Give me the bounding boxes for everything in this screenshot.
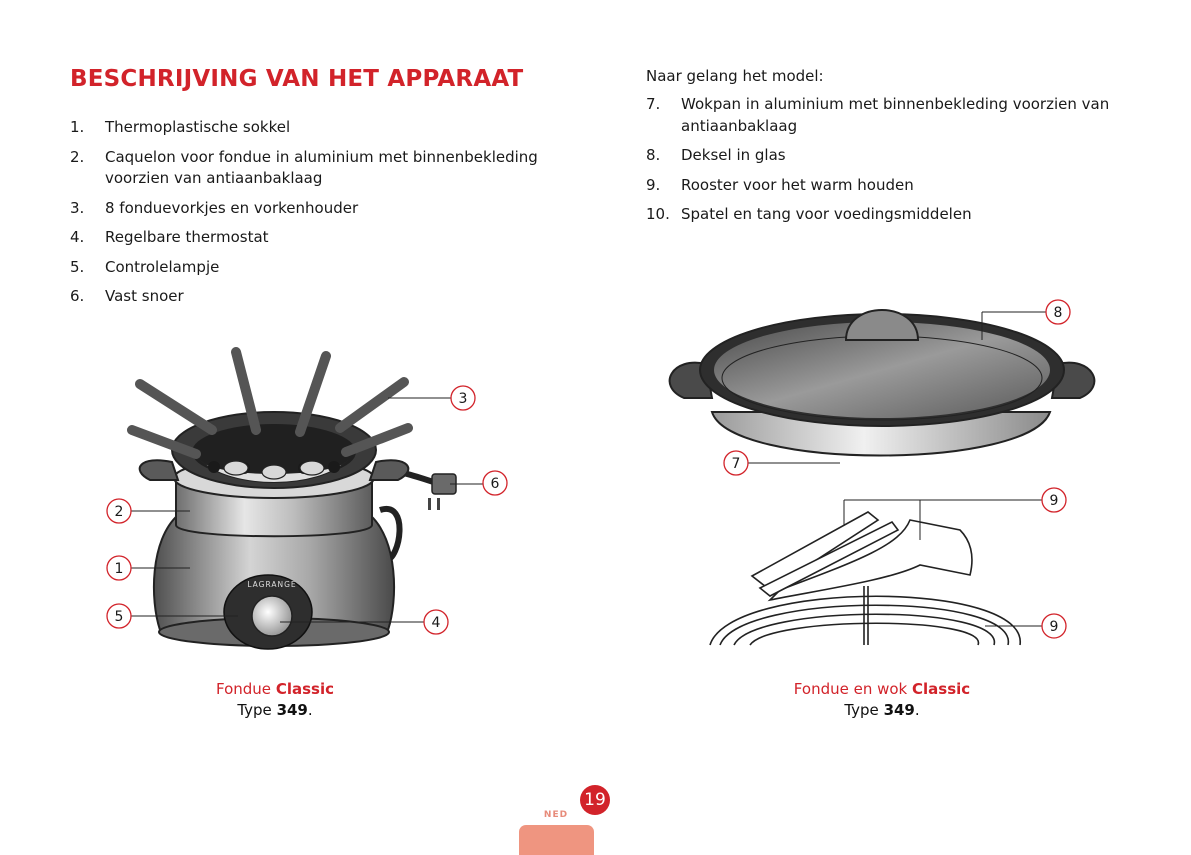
callout-1: 1 xyxy=(115,561,124,577)
page-number: 19 xyxy=(580,785,610,815)
item-text: Vast snoer xyxy=(105,287,184,305)
language-label: NED xyxy=(543,810,569,820)
callout-4: 4 xyxy=(432,615,441,631)
type-suffix: . xyxy=(307,701,313,719)
item-number: 10. xyxy=(646,205,670,223)
caption-model: Classic xyxy=(275,680,334,698)
callout-8: 8 xyxy=(1054,305,1063,321)
list-item: 8. Deksel in glas xyxy=(646,145,1116,167)
plug-icon xyxy=(428,473,457,510)
item-text: Controlelampje xyxy=(105,257,220,276)
caption-title: Fondue Classic xyxy=(150,680,400,698)
caption-model: Classic xyxy=(912,680,971,698)
callout-3: 3 xyxy=(459,391,468,407)
parts-list-right: 7. Wokpan in aluminium met binnenbekledin… xyxy=(646,94,1116,234)
parts-list-left: 1. Thermoplastische sokkel 2. Caquelon voo… xyxy=(70,117,540,316)
language-tab[interactable] xyxy=(519,825,594,855)
caption-prefix: Fondue en wok xyxy=(793,680,913,698)
list-item: 7. Wokpan in aluminium met binnenbekledin… xyxy=(646,94,1116,137)
item-number: 4. xyxy=(70,228,85,246)
caption-fondue: Fondue Classic Type 349. xyxy=(150,680,400,719)
item-number: 8. xyxy=(646,146,661,164)
type-suffix: . xyxy=(914,701,920,719)
type-value: 349 xyxy=(276,701,308,719)
fondue-illustration: 3 6 2 1 5 4 LAGRANGE xyxy=(106,347,508,650)
callout-5: 5 xyxy=(115,609,124,625)
type-label: Type xyxy=(237,701,277,719)
list-item: 3. 8 fonduevorkjes en vorkenhouder xyxy=(70,198,540,220)
list-item: 6. Vast snoer xyxy=(70,286,540,308)
item-text: Regelbare thermostat xyxy=(105,228,269,246)
item-text: 8 fonduevorkjes en vorkenhouder xyxy=(105,198,359,217)
list-item: 1. Thermoplastische sokkel xyxy=(70,117,540,139)
item-number: 7. xyxy=(646,95,661,113)
wok-illustration: 8 7 9 9 xyxy=(668,299,1096,646)
page-title: BESCHRIJVING VAN HET APPARAAT xyxy=(70,66,524,92)
callout-9-rack: 9 xyxy=(1050,619,1059,635)
list-item: 10. Spatel en tang voor voedingsmiddelen xyxy=(646,204,1116,226)
brand-logo: LAGRANGE xyxy=(247,580,296,589)
list-item: 2. Caquelon voor fondue in aluminium met … xyxy=(70,147,540,190)
item-text: Deksel in glas xyxy=(681,146,786,164)
callout-6: 6 xyxy=(491,476,500,492)
item-number: 9. xyxy=(646,175,661,194)
item-text: Thermoplastische sokkel xyxy=(105,118,291,136)
item-number: 2. xyxy=(70,147,85,166)
item-number: 6. xyxy=(70,287,85,305)
caption-prefix: Fondue xyxy=(216,680,276,698)
caption-title: Fondue en wok Classic xyxy=(732,680,1032,698)
list-item: 5. Controlelampje xyxy=(70,257,540,279)
item-text: Caquelon voor fondue in aluminium met bi… xyxy=(105,147,538,188)
model-intro: Naar gelang het model: xyxy=(646,67,824,85)
type-label: Type xyxy=(844,701,884,719)
list-item: 9. Rooster voor het warm houden xyxy=(646,175,1116,197)
item-number: 5. xyxy=(70,257,85,276)
item-number: 1. xyxy=(70,118,85,136)
callout-7: 7 xyxy=(732,456,741,472)
list-item: 4. Regelbare thermostat xyxy=(70,227,540,249)
type-value: 349 xyxy=(883,701,915,719)
item-number: 3. xyxy=(70,198,85,217)
callout-2: 2 xyxy=(115,504,124,520)
callout-9-tools: 9 xyxy=(1050,493,1059,509)
item-text: Wokpan in aluminium met binnenbekleding … xyxy=(681,95,1110,135)
caption-type: Type 349. xyxy=(150,701,400,719)
caption-type: Type 349. xyxy=(732,701,1032,719)
item-text: Rooster voor het warm houden xyxy=(681,175,914,194)
caption-wok: Fondue en wok Classic Type 349. xyxy=(732,680,1032,719)
item-text: Spatel en tang voor voedingsmiddelen xyxy=(681,205,972,223)
